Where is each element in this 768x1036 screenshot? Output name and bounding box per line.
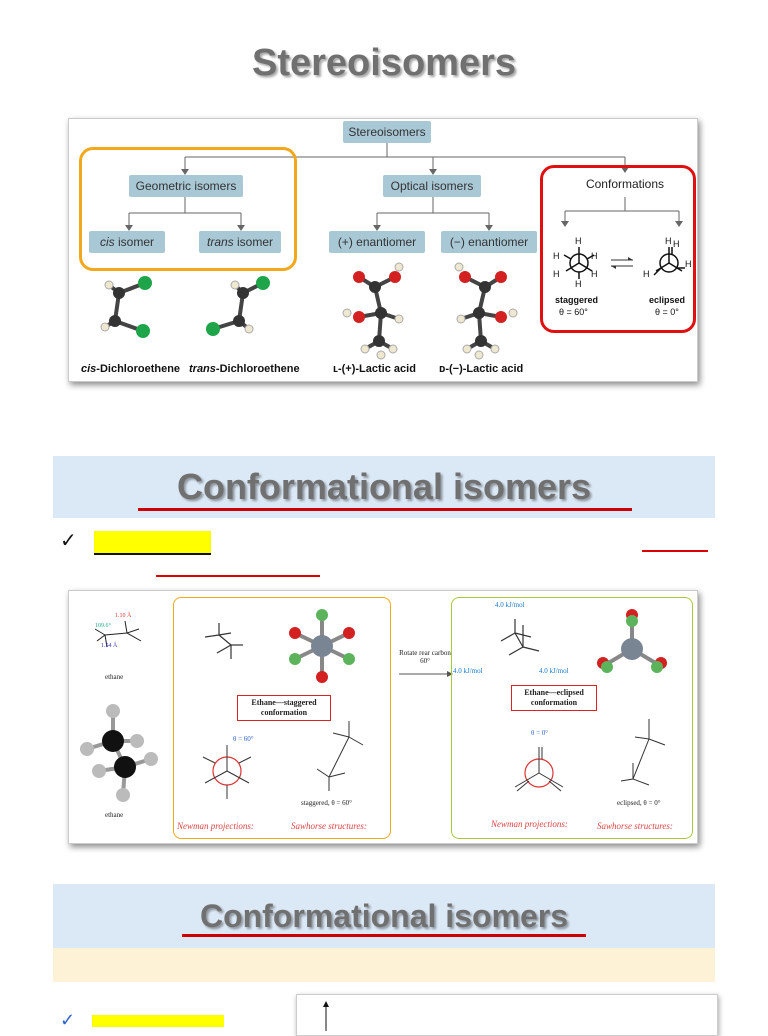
eclipsed-sawhorse: [620, 719, 666, 786]
h-label: H: [643, 269, 650, 279]
slide2-title-band: [53, 456, 715, 518]
bond-angle: 109.6°: [95, 623, 111, 629]
l-lactic-acid-label: ʟ-(+)-Lactic acid: [333, 363, 416, 375]
connector-lines: [125, 143, 683, 231]
ethane-conformations-diagram: 1.10 Å 109.6° 1.54 Å ethane ethane Ethan…: [68, 590, 698, 844]
node-stereoisomers: Stereoisomers: [343, 121, 431, 143]
slide2-title-underline: [138, 508, 632, 511]
slide1-title: Stereoisomers: [251, 42, 516, 84]
stereoisomers-diagram: Stereoisomers Geometric isomers Optical …: [68, 118, 698, 382]
check-mark: ✓: [60, 530, 77, 552]
h-label: H: [685, 259, 692, 269]
h-label: H: [673, 239, 680, 249]
newman-caption-2: Newman projections:: [491, 819, 568, 829]
staggered-sawhorse: [316, 721, 364, 791]
theta-60: θ = 60°: [233, 735, 254, 743]
rotate-label: Rotate rear carbon 60°: [399, 649, 451, 665]
trans-dichloroethene-model: [206, 276, 270, 336]
l-lactic-acid-model: [342, 262, 404, 360]
highlight-yellow-slide3: [92, 1015, 224, 1027]
h-label: H: [575, 236, 582, 246]
h-label: H: [553, 269, 560, 279]
node-cis-isomer: cis isomer: [89, 231, 165, 253]
cis-dichloroethene-model: [100, 276, 152, 338]
d-lactic-acid-label: ᴅ-(−)-Lactic acid: [439, 363, 524, 375]
trans-italic: trans: [206, 235, 234, 249]
rotate-arrow: [399, 671, 453, 677]
eclipsed-sawhorse-caption: eclipsed, θ = 0°: [617, 799, 661, 807]
newman-caption-1: Newman projections:: [177, 821, 254, 831]
h-label: H: [553, 251, 560, 261]
cis-dichloroethene-label: cis-Dichloroethene: [81, 363, 180, 375]
eclipsed-ball-model: [597, 609, 667, 673]
node-minus-enantiomer: (−) enantiomer: [441, 231, 537, 253]
energy-label-3: 4.0 kJ/mol: [539, 667, 569, 675]
eclipsed-caption-box: Ethane—eclipsed conformation: [511, 685, 597, 711]
geometric-highlight-box: [79, 147, 297, 271]
node-geometric-isomers: Geometric isomers: [129, 175, 243, 197]
node-plus-enantiomer: (+) enantiomer: [329, 231, 425, 253]
staggered-caption-box: Ethane—staggered conformation: [237, 695, 331, 721]
ethane-label-bottom: ethane: [105, 811, 124, 819]
equilibrium-arrows: [611, 257, 633, 269]
trans-name-italic: trans: [189, 363, 216, 375]
ethane-ball-model: [80, 704, 158, 802]
bond-length-cc: 1.54 Å: [101, 643, 118, 649]
red-underline-left: [156, 575, 320, 577]
conformations-highlight-box: [540, 165, 696, 333]
slide2-title: Conformational isomers: [176, 466, 592, 507]
slide3-subband: [53, 948, 715, 982]
newman-eclipsed-diagram: [653, 247, 685, 276]
ethane-structure: [94, 620, 142, 648]
eclipsed-theta: θ = 0°: [655, 307, 679, 317]
eclipsed-frame: [451, 597, 693, 839]
slide3-title-band: [53, 884, 715, 948]
newman-staggered-diagram: [563, 247, 595, 279]
staggered-label: staggered: [555, 295, 599, 305]
red-underline-right: [642, 550, 708, 552]
axis-arrow: [323, 1001, 329, 1031]
staggered-ball-model: [289, 609, 355, 683]
d-lactic-acid-model: [454, 262, 518, 360]
slide3-title-underline: [182, 934, 586, 937]
h-label: H: [591, 269, 598, 279]
slide3-title: Conformational isomers: [199, 898, 569, 934]
cis-rest: isomer: [114, 235, 154, 249]
cis-name-italic: cis: [81, 363, 97, 375]
ethane-label-top: ethane: [105, 673, 124, 681]
h-label: H: [575, 279, 582, 289]
sawhorse-caption-1: Sawhorse structures:: [291, 821, 367, 831]
staggered-frame: [173, 597, 391, 839]
cis-name-rest: -Dichloroethene: [96, 363, 181, 375]
staggered-theta: θ = 60°: [559, 307, 588, 317]
node-trans-isomer: trans isomer: [199, 231, 281, 253]
cis-italic: cis: [99, 235, 115, 249]
highlight-yellow: [94, 531, 211, 555]
bond-length-ch: 1.10 Å: [115, 613, 132, 619]
sawhorse-caption-2: Sawhorse structures:: [597, 821, 673, 831]
energy-label-1: 4.0 kJ/mol: [495, 601, 525, 609]
graph-panel-partial: [296, 994, 718, 1036]
staggered-newman: [202, 745, 252, 799]
trans-dichloroethene-label: trans-Dichloroethene: [189, 363, 300, 375]
eclipsed-wedge-structure: [500, 619, 540, 656]
h-label: H: [665, 236, 672, 246]
node-optical-isomers: Optical isomers: [383, 175, 481, 197]
eclipsed-label: eclipsed: [649, 295, 686, 305]
node-conformations: Conformations: [585, 177, 665, 191]
check-mark-slide3: ✓: [60, 1010, 76, 1030]
h-label: H: [591, 251, 598, 261]
trans-rest: isomer: [233, 235, 274, 249]
energy-label-2: 4.0 kJ/mol: [453, 667, 483, 675]
eclipsed-newman: [514, 747, 564, 792]
staggered-sawhorse-caption: staggered, θ = 60°: [301, 799, 352, 807]
trans-name-rest: -Dichloroethene: [215, 363, 300, 375]
staggered-wedge-structure: [204, 623, 243, 659]
theta-0: θ = 0°: [531, 729, 549, 737]
